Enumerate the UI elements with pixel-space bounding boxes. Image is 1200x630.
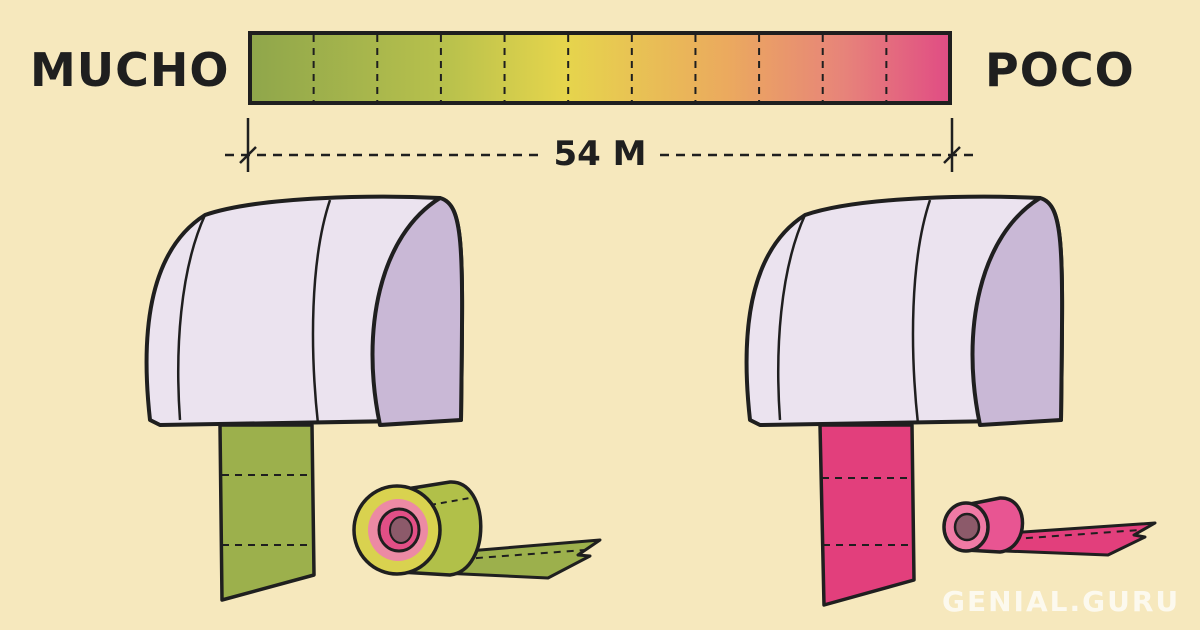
dimension-line	[225, 118, 975, 172]
label-mucho: MUCHO	[30, 43, 230, 97]
watermark-logo: GENIAL.GURU	[942, 585, 1181, 618]
dispenser-left	[144, 194, 602, 602]
paper-roll-left	[352, 480, 602, 580]
label-poco: POCO	[985, 43, 1135, 97]
hanging-paper-left	[218, 423, 316, 602]
scale-dividers	[312, 35, 888, 101]
gradient-scale-bar	[248, 31, 952, 105]
dispenser-right	[744, 194, 1157, 607]
length-measure-label: 54 M	[545, 132, 655, 176]
paper-roll-right	[942, 496, 1157, 557]
hanging-paper-right	[818, 423, 916, 607]
